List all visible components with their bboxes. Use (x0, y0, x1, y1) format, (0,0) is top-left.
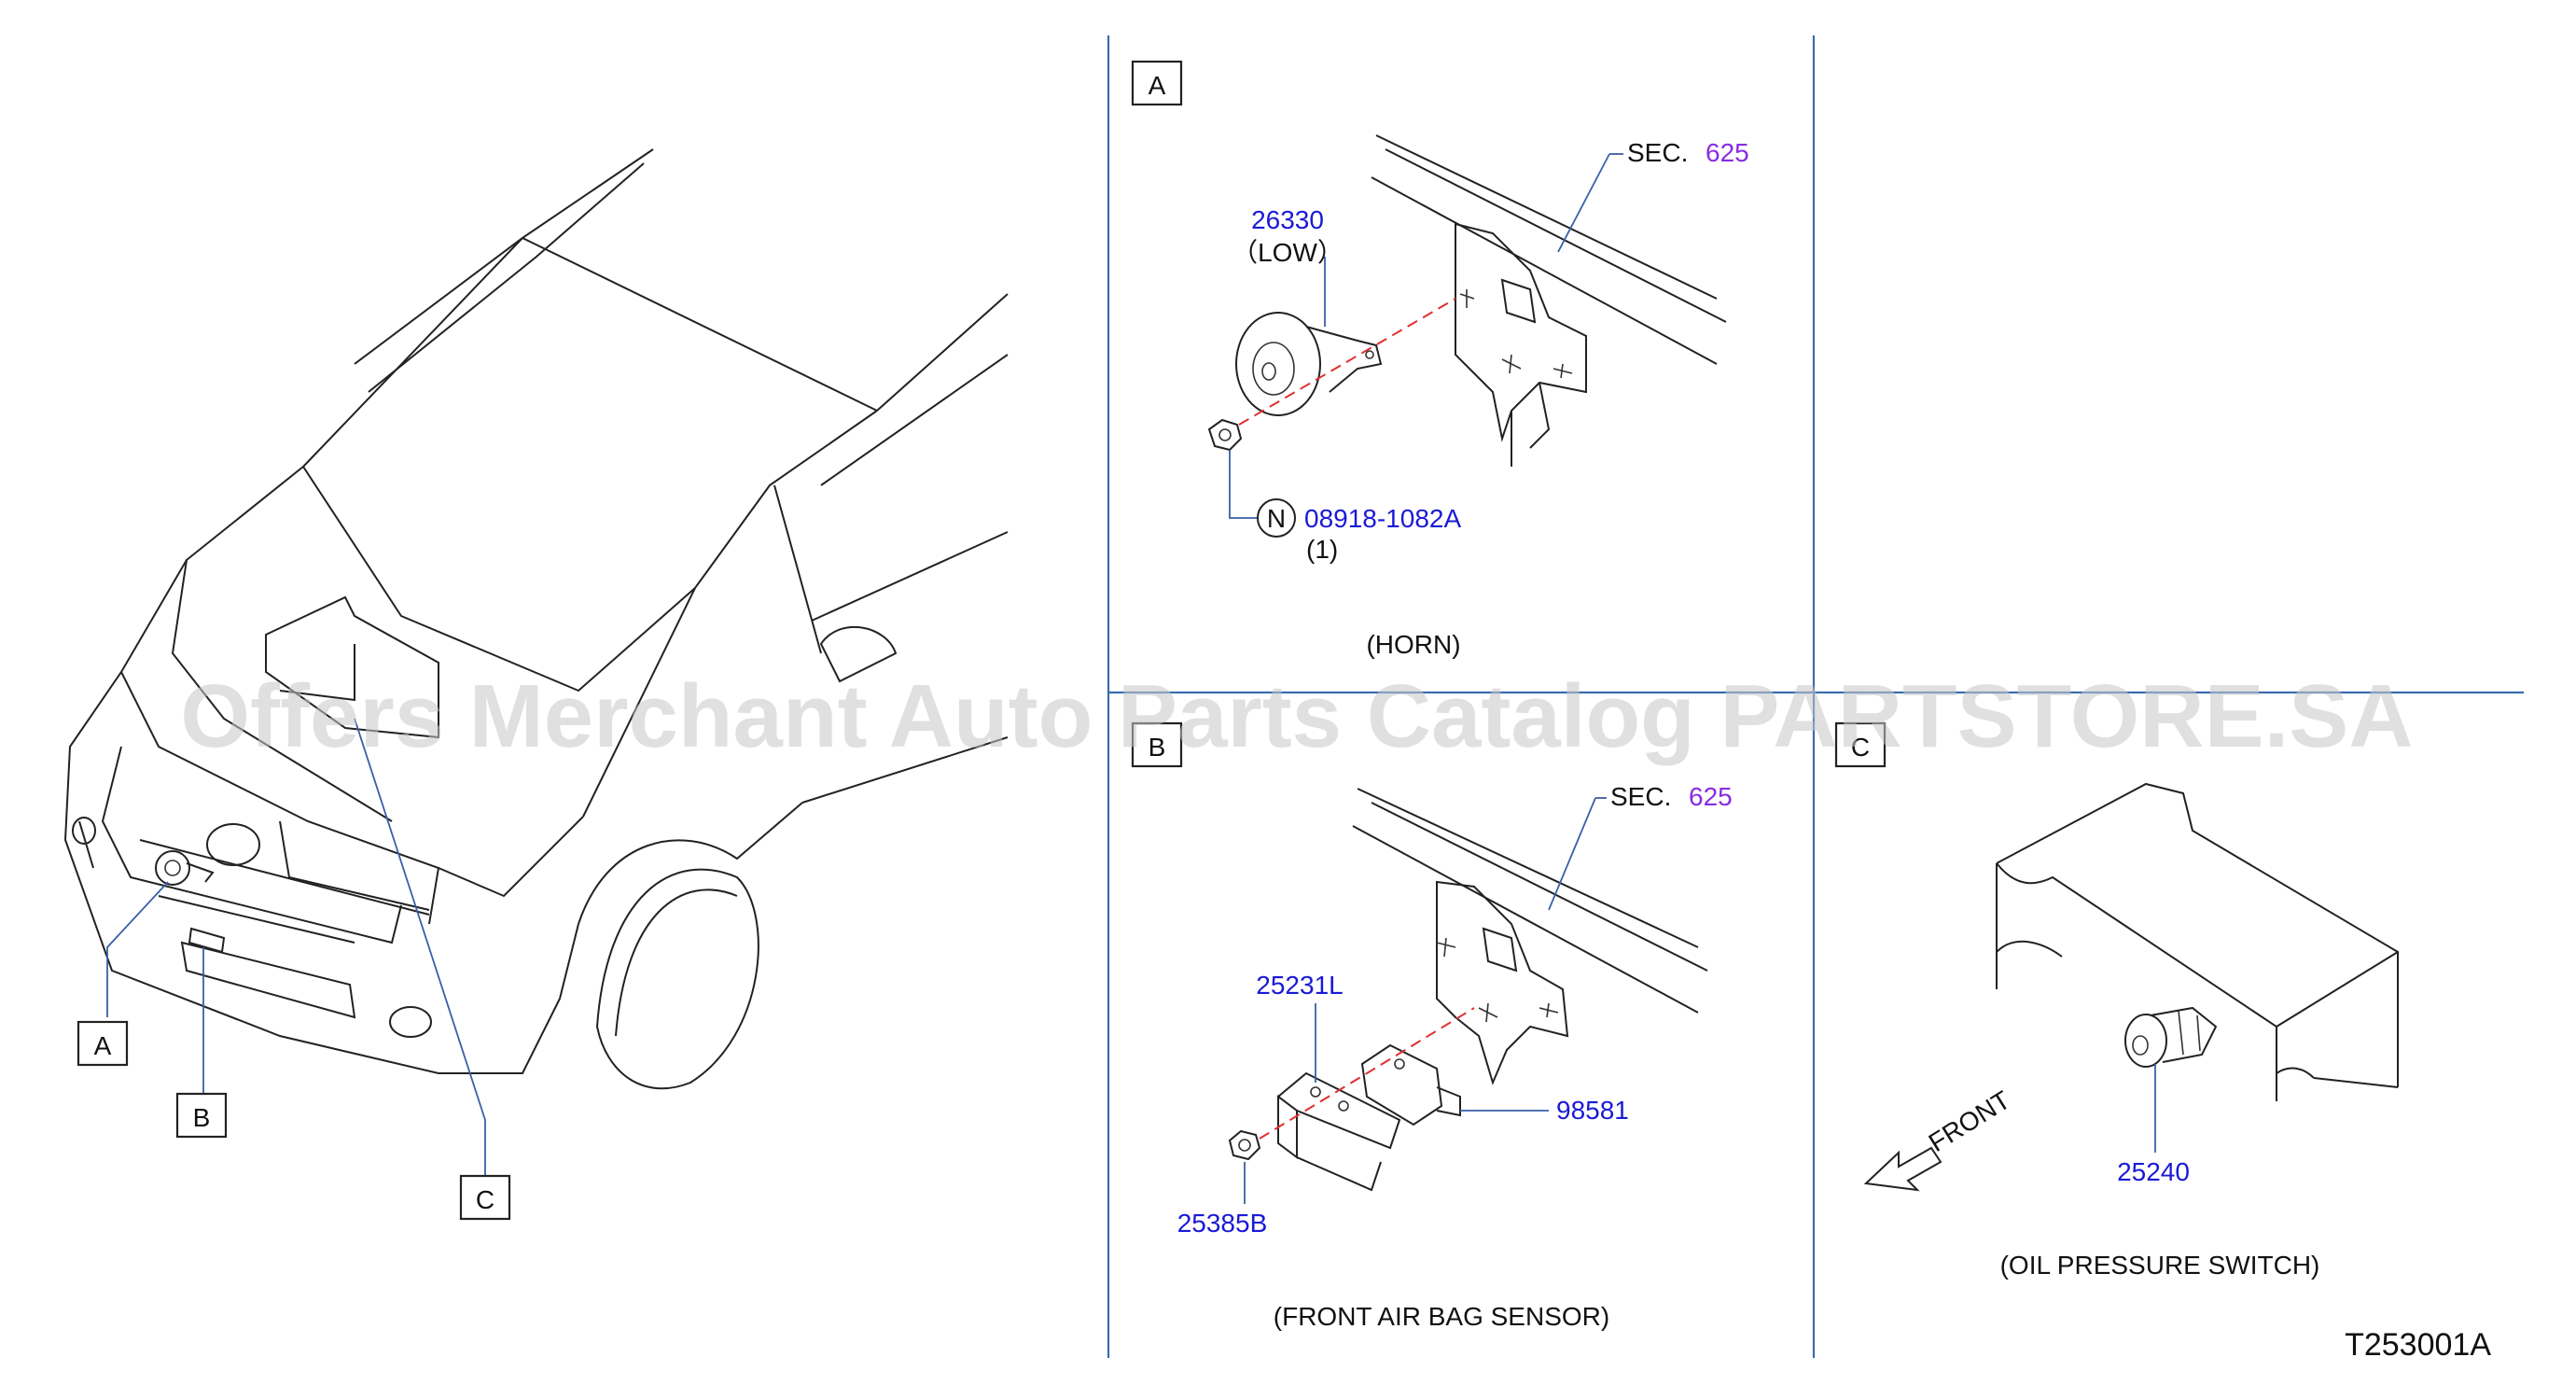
part-number-25240[interactable]: 25240 (2117, 1157, 2190, 1186)
front-direction-label: FRONT (1924, 1085, 2015, 1157)
horn-component (1235, 312, 1383, 416)
callout-c[interactable]: C (459, 1174, 511, 1221)
callout-a-label: A (94, 1031, 112, 1060)
callout-b[interactable]: B (175, 1092, 228, 1139)
part-number-98581[interactable]: 98581 (1556, 1096, 1629, 1125)
part-number-08918-1082a[interactable]: 08918-1082A (1304, 504, 1461, 533)
drawing-code: T253001A (2345, 1327, 2491, 1363)
part-number-26330[interactable]: 26330 (1251, 205, 1324, 234)
panel-b-tag: B (1149, 733, 1166, 762)
panel-a: A SEC. 625 (1131, 60, 1749, 659)
callout-c-label: C (476, 1185, 494, 1214)
sec-label-b: SEC. (1610, 782, 1671, 811)
part-number-25385b[interactable]: 25385B (1177, 1209, 1268, 1238)
nut-symbol-n: N (1267, 504, 1286, 533)
engine-block (1996, 782, 2399, 1101)
panel-b: B SEC. (1131, 721, 1733, 1331)
sec-number-a[interactable]: 625 (1706, 138, 1749, 167)
watermark-text: Offers Merchant Auto Parts Catalog PARTS… (180, 666, 2413, 766)
front-arrow-icon (1863, 1146, 1942, 1192)
frame-rail (1375, 134, 1718, 300)
horn-bracket (1455, 222, 1587, 442)
assembly-axis-b (1259, 1007, 1475, 1140)
assembly-axis-a (1238, 298, 1456, 426)
panel-a-tag: A (1149, 71, 1166, 100)
panel-c-tag: C (1851, 733, 1870, 762)
caption-front-air-bag-sensor: (FRONT AIR BAG SENSOR) (1274, 1302, 1609, 1331)
frame-rail-b (1357, 788, 1699, 948)
callout-a[interactable]: A (77, 1020, 129, 1067)
caption-oil-pressure-switch: (OIL PRESSURE SWITCH) (2000, 1251, 2320, 1280)
part-number-25231l[interactable]: 25231L (1256, 971, 1343, 1000)
panel-c: C FRONT 25240 (OIL PRESSURE SWITCH) (1834, 721, 2399, 1280)
car-overview-drawing (63, 148, 1009, 1181)
sec-label-a: SEC. (1627, 138, 1688, 167)
caption-horn: (HORN) (1366, 630, 1460, 659)
horn-nut (1207, 418, 1243, 452)
callout-b-label: B (193, 1103, 211, 1132)
horn-note-low: （LOW） (1232, 238, 1344, 267)
nut-quantity: (1) (1306, 535, 1338, 564)
oil-pressure-switch (2124, 1006, 2218, 1068)
sensor-nut (1228, 1129, 1261, 1161)
sec-number-b[interactable]: 625 (1689, 782, 1733, 811)
sensor-bracket (1276, 1071, 1401, 1192)
